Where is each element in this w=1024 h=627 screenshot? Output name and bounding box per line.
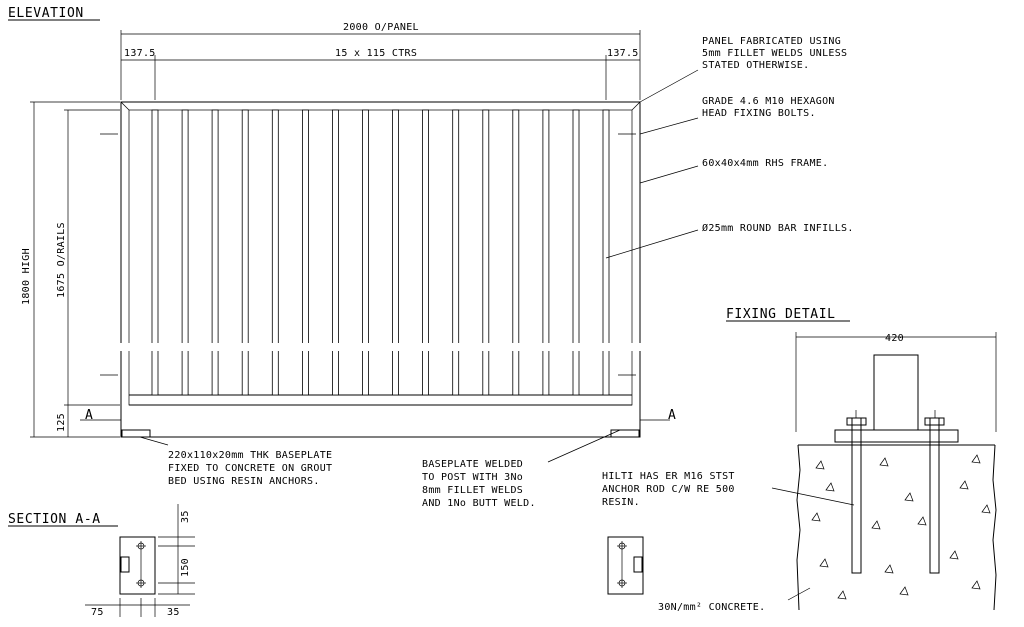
aggregate-mark — [959, 480, 969, 490]
infill-bar — [452, 109, 460, 396]
aggregate-mark — [879, 457, 889, 467]
section-right-dimension: 35 — [167, 607, 180, 618]
aggregate-mark — [819, 558, 829, 568]
baseplates-elevation: A A — [80, 408, 676, 438]
right-end-dimension: 137.5 — [607, 48, 639, 59]
svg-text:60x40x4mm RHS FRAME.: 60x40x4mm RHS FRAME. — [702, 158, 828, 169]
aggregate-mark — [837, 590, 847, 600]
section-marker-right: A — [668, 408, 676, 423]
svg-text:30N/mm² CONCRETE.: 30N/mm² CONCRETE. — [658, 602, 765, 613]
aggregate-mark — [899, 586, 909, 596]
aggregate-mark — [825, 482, 835, 492]
left-end-dimension: 137.5 — [124, 48, 156, 59]
section-plate-left: 35 150 75 35 — [85, 504, 195, 618]
infill-bar — [151, 109, 159, 396]
section-left-dimension: 75 — [91, 607, 104, 618]
round-bar-infills — [118, 109, 644, 396]
aggregate-mark — [884, 564, 894, 574]
aggregate-mark — [949, 550, 959, 560]
section-heading: SECTION A-A — [8, 512, 118, 527]
section-marker-left: A — [85, 408, 93, 423]
aggregate-mark — [815, 460, 825, 470]
infill-bar — [422, 109, 430, 396]
concrete-note: 30N/mm² CONCRETE. — [658, 602, 765, 613]
svg-text:ANCHOR ROD C/W RE 500: ANCHOR ROD C/W RE 500 — [602, 484, 735, 495]
aggregate-mark — [904, 492, 914, 502]
centres-dimension: 15 x 115 CTRS — [335, 48, 417, 59]
frame-note: 60x40x4mm RHS FRAME. — [702, 158, 828, 169]
svg-text:GRADE 4.6 M10 HEXAGON: GRADE 4.6 M10 HEXAGON — [702, 96, 835, 107]
break-gap — [118, 343, 644, 351]
top-dimensions: 2000 O/PANEL 137.5 15 x 115 CTRS 137.5 — [120, 22, 641, 100]
elevation-title: ELEVATION — [8, 6, 84, 21]
section-mid-dimension: 150 — [180, 558, 191, 577]
svg-text:PANEL FABRICATED USING: PANEL FABRICATED USING — [702, 36, 841, 47]
elevation-heading: ELEVATION — [8, 6, 100, 21]
aggregate-mark — [917, 516, 927, 526]
fabrication-note: PANEL FABRICATED USING 5mm FILLET WELDS … — [702, 36, 847, 71]
fixing-heading: FIXING DETAIL — [726, 307, 850, 322]
bolts-note: GRADE 4.6 M10 HEXAGON HEAD FIXING BOLTS. — [702, 96, 835, 119]
rails-dimension: 1675 O/RAILS — [56, 222, 67, 298]
svg-text:Ø25mm ROUND BAR INFILLS.: Ø25mm ROUND BAR INFILLS. — [702, 222, 854, 234]
svg-text:STATED OTHERWISE.: STATED OTHERWISE. — [702, 60, 809, 71]
aggregate-mark — [971, 454, 981, 464]
svg-text:HEAD FIXING BOLTS.: HEAD FIXING BOLTS. — [702, 108, 816, 119]
infill-bar — [482, 109, 490, 396]
fixing-title: FIXING DETAIL — [726, 307, 836, 322]
svg-text:RESIN.: RESIN. — [602, 497, 640, 508]
infill-bar — [241, 109, 249, 396]
plate-width-dimension: 420 — [885, 333, 904, 344]
leader-lines — [139, 69, 855, 601]
section-title: SECTION A-A — [8, 512, 101, 527]
baseplate-note: 220x110x20mm THK BASEPLATE FIXED TO CONC… — [168, 450, 332, 487]
left-dimensions: 1800 HIGH 1675 O/RAILS 125 — [21, 101, 120, 438]
section-plate-right — [607, 536, 644, 595]
fixing-detail: 420 — [795, 332, 997, 611]
svg-text:BASEPLATE WELDED: BASEPLATE WELDED — [422, 459, 523, 470]
svg-text:BED USING RESIN ANCHORS.: BED USING RESIN ANCHORS. — [168, 476, 320, 487]
infill-bar — [512, 109, 520, 396]
overall-panel-dimension: 2000 O/PANEL — [343, 22, 419, 33]
svg-text:5mm FILLET WELDS UNLESS: 5mm FILLET WELDS UNLESS — [702, 48, 847, 59]
svg-text:AND 1No BUTT WELD.: AND 1No BUTT WELD. — [422, 498, 536, 509]
infill-bar — [362, 109, 369, 396]
infill-bar — [572, 109, 580, 396]
svg-text:TO POST WITH 3No: TO POST WITH 3No — [422, 472, 523, 483]
infill-bar — [181, 109, 189, 396]
concrete-aggregate — [811, 454, 991, 600]
svg-text:8mm FILLET WELDS: 8mm FILLET WELDS — [422, 485, 523, 496]
infill-bar — [602, 109, 610, 396]
svg-text:FIXED TO CONCRETE ON GROUT: FIXED TO CONCRETE ON GROUT — [168, 463, 332, 474]
anchor-note: HILTI HAS ER M16 STST ANCHOR ROD C/W RE … — [602, 471, 735, 508]
infill-bar — [331, 109, 339, 396]
infill-bar — [542, 109, 550, 396]
weld-note: BASEPLATE WELDED TO POST WITH 3No 8mm FI… — [422, 459, 536, 509]
infill-bar — [392, 109, 400, 396]
section-top-dimension: 35 — [180, 510, 191, 523]
infill-bar — [271, 109, 279, 396]
height-dimension: 1800 HIGH — [21, 248, 32, 305]
infill-note: Ø25mm ROUND BAR INFILLS. — [702, 222, 854, 234]
aggregate-mark — [981, 504, 991, 514]
aggregate-mark — [811, 512, 821, 522]
bottom-gap-dimension: 125 — [56, 413, 67, 432]
aggregate-mark — [971, 580, 981, 590]
svg-text:HILTI HAS ER M16 STST: HILTI HAS ER M16 STST — [602, 471, 735, 482]
svg-text:220x110x20mm THK BASEPLATE: 220x110x20mm THK BASEPLATE — [168, 450, 332, 461]
infill-bar — [211, 109, 219, 396]
aggregate-mark — [871, 520, 881, 530]
infill-bar — [301, 109, 309, 396]
